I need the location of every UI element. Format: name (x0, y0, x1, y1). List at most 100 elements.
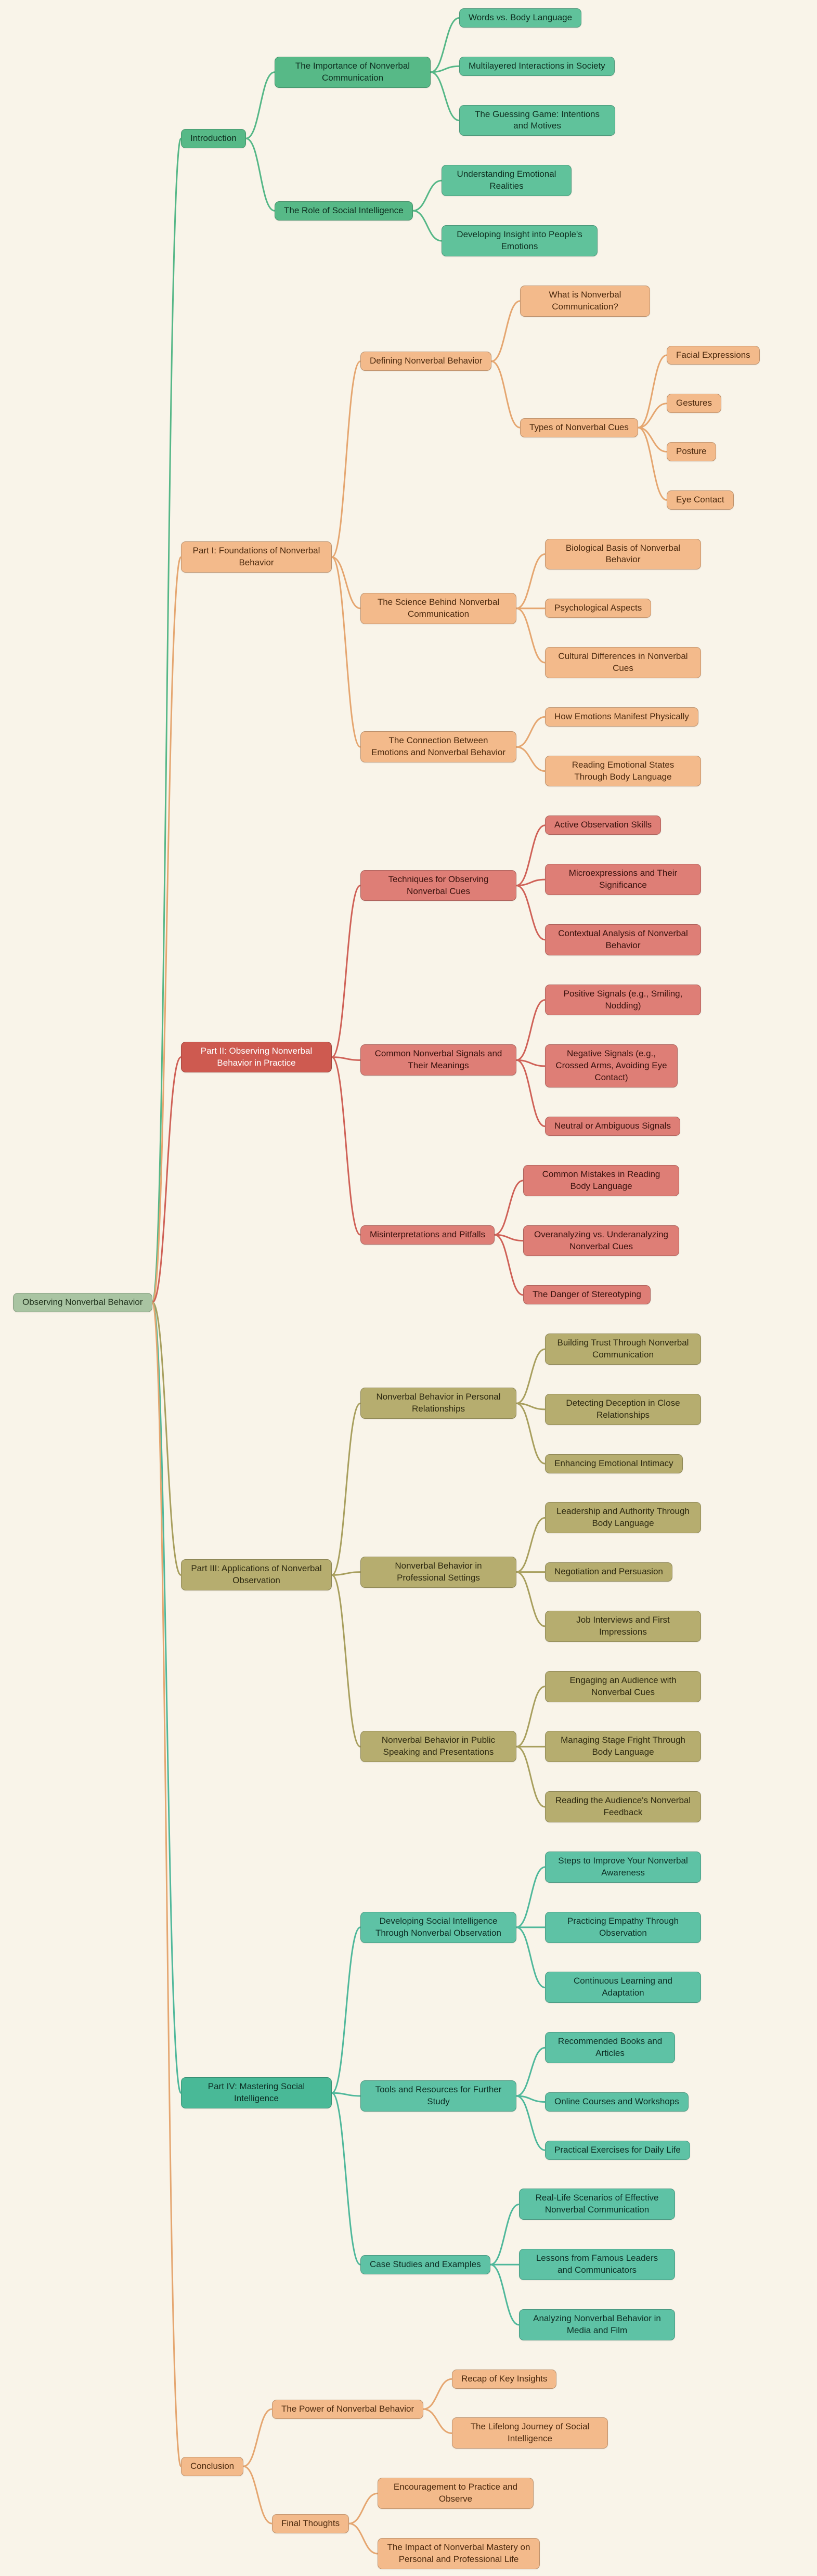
node-lessons-from-famous-leaders-and-communicators[interactable]: Lessons from Famous Leaders and Communic… (519, 2249, 675, 2281)
connector (331, 556, 361, 610)
node-active-observation-skills[interactable]: Active Observation Skills (545, 815, 662, 835)
node-the-impact-of-nonverbal-mastery-on-personal-and-professional[interactable]: The Impact of Nonverbal Mastery on Perso… (378, 2538, 540, 2569)
node-the-danger-of-stereotyping[interactable]: The Danger of Stereotyping (523, 1285, 651, 1305)
node-practicing-empathy-through-observation[interactable]: Practicing Empathy Through Observation (545, 1911, 701, 1943)
connector (331, 1926, 361, 2094)
connector (151, 1056, 182, 1303)
connector (515, 1402, 546, 1465)
node-the-importance-of-nonverbal-communication[interactable]: The Importance of Nonverbal Communicatio… (275, 56, 431, 88)
node-the-science-behind-nonverbal-communication[interactable]: The Science Behind Nonverbal Communicati… (360, 592, 516, 624)
connector (430, 71, 460, 122)
node-encouragement-to-practice-and-observe[interactable]: Encouragement to Practice and Observe (378, 2478, 534, 2509)
node-common-mistakes-in-reading-body-language[interactable]: Common Mistakes in Reading Body Language (523, 1164, 679, 1196)
node-negotiation-and-persuasion[interactable]: Negotiation and Persuasion (545, 1562, 672, 1582)
connector (637, 426, 668, 453)
connector (515, 1866, 546, 1928)
connector (637, 403, 668, 429)
connector (515, 1348, 546, 1404)
node-continuous-learning-and-adaptation[interactable]: Continuous Learning and Adaptation (545, 1972, 701, 2003)
node-nonverbal-behavior-in-public-speaking-and-presentations[interactable]: Nonverbal Behavior in Public Speaking an… (360, 1731, 516, 1763)
node-gestures[interactable]: Gestures (667, 394, 721, 413)
node-the-guessing-game-intentions-and-motives[interactable]: The Guessing Game: Intentions and Motive… (459, 105, 615, 136)
node-the-role-of-social-intelligence[interactable]: The Role of Social Intelligence (275, 201, 413, 221)
node-detecting-deception-in-close-relationships[interactable]: Detecting Deception in Close Relationshi… (545, 1393, 701, 1425)
connector (515, 878, 546, 887)
node-job-interviews-and-first-impressions[interactable]: Job Interviews and First Impressions (545, 1610, 701, 1642)
node-leadership-and-authority-through-body-language[interactable]: Leadership and Authority Through Body La… (545, 1502, 701, 1534)
connector (515, 1402, 546, 1410)
node-engaging-an-audience-with-nonverbal-cues[interactable]: Engaging an Audience with Nonverbal Cues (545, 1671, 701, 1702)
connector (242, 2465, 273, 2525)
connector (515, 553, 546, 610)
node-techniques-for-observing-nonverbal-cues[interactable]: Techniques for Observing Nonverbal Cues (360, 870, 516, 901)
node-managing-stage-fright-through-body-language[interactable]: Managing Stage Fright Through Body Langu… (545, 1731, 701, 1763)
node-enhancing-emotional-intimacy[interactable]: Enhancing Emotional Intimacy (545, 1454, 683, 1473)
node-microexpressions-and-their-significance[interactable]: Microexpressions and Their Significance (545, 864, 701, 895)
node-biological-basis-of-nonverbal-behavior[interactable]: Biological Basis of Nonverbal Behavior (545, 538, 701, 570)
connector (515, 1517, 546, 1573)
node-how-emotions-manifest-physically[interactable]: How Emotions Manifest Physically (545, 707, 698, 727)
connector (515, 999, 546, 1061)
connector (331, 1571, 361, 1576)
node-overanalyzing-vs-underanalyzing-nonverbal-cues[interactable]: Overanalyzing vs. Underanalyzing Nonverb… (523, 1225, 679, 1257)
node-nonverbal-behavior-in-professional-settings[interactable]: Nonverbal Behavior in Professional Setti… (360, 1556, 516, 1588)
node-the-connection-between-emotions-and-nonverbal-behavior[interactable]: The Connection Between Emotions and Nonv… (360, 731, 516, 763)
node-part-iv-mastering-social-intelligence[interactable]: Part IV: Mastering Social Intelligence (181, 2077, 332, 2109)
node-misinterpretations-and-pitfalls[interactable]: Misinterpretations and Pitfalls (360, 1225, 495, 1245)
node-defining-nonverbal-behavior[interactable]: Defining Nonverbal Behavior (360, 352, 492, 371)
connector (331, 885, 361, 1058)
node-nonverbal-behavior-in-personal-relationships[interactable]: Nonverbal Behavior in Personal Relations… (360, 1388, 516, 1419)
connector (242, 2408, 273, 2467)
connector (494, 1234, 524, 1296)
node-contextual-analysis-of-nonverbal-behavior[interactable]: Contextual Analysis of Nonverbal Behavio… (545, 924, 701, 955)
node-final-thoughts[interactable]: Final Thoughts (272, 2514, 349, 2533)
node-positive-signals-e-g-smiling-nodding[interactable]: Positive Signals (e.g., Smiling, Nodding… (545, 984, 701, 1016)
node-analyzing-nonverbal-behavior-in-media-and-film[interactable]: Analyzing Nonverbal Behavior in Media an… (519, 2309, 675, 2340)
connector (515, 716, 546, 748)
connector (430, 65, 460, 73)
node-neutral-or-ambiguous-signals[interactable]: Neutral or Ambiguous Signals (545, 1117, 680, 1136)
node-psychological-aspects[interactable]: Psychological Aspects (545, 599, 652, 618)
node-tools-and-resources-for-further-study[interactable]: Tools and Resources for Further Study (360, 2080, 516, 2112)
node-cultural-differences-in-nonverbal-cues[interactable]: Cultural Differences in Nonverbal Cues (545, 647, 701, 678)
node-negative-signals-e-g-crossed-arms-avoiding-eye-contact[interactable]: Negative Signals (e.g., Crossed Arms, Av… (545, 1044, 678, 1088)
node-the-power-of-nonverbal-behavior[interactable]: The Power of Nonverbal Behavior (272, 2399, 424, 2419)
node-part-i-foundations-of-nonverbal-behavior[interactable]: Part I: Foundations of Nonverbal Behavio… (181, 541, 332, 573)
node-understanding-emotional-realities[interactable]: Understanding Emotional Realities (442, 165, 572, 197)
connector (490, 300, 521, 363)
node-case-studies-and-examples[interactable]: Case Studies and Examples (360, 2255, 490, 2274)
node-multilayered-interactions-in-society[interactable]: Multilayered Interactions in Society (459, 56, 615, 76)
connector (245, 137, 276, 212)
node-developing-social-intelligence-through-nonverbal-observation[interactable]: Developing Social Intelligence Through N… (360, 1911, 516, 1943)
node-recap-of-key-insights[interactable]: Recap of Key Insights (452, 2369, 557, 2389)
node-part-ii-observing-nonverbal-behavior-in-practice[interactable]: Part II: Observing Nonverbal Behavior in… (181, 1041, 332, 1073)
connector (412, 179, 443, 212)
node-common-nonverbal-signals-and-their-meanings[interactable]: Common Nonverbal Signals and Their Meani… (360, 1044, 516, 1076)
node-types-of-nonverbal-cues[interactable]: Types of Nonverbal Cues (520, 418, 638, 437)
node-real-life-scenarios-of-effective-nonverbal-communication[interactable]: Real-Life Scenarios of Effective Nonverb… (519, 2189, 675, 2220)
node-steps-to-improve-your-nonverbal-awareness[interactable]: Steps to Improve Your Nonverbal Awarenes… (545, 1851, 701, 1883)
node-words-vs-body-language[interactable]: Words vs. Body Language (459, 8, 582, 28)
node-part-iii-applications-of-nonverbal-observation[interactable]: Part III: Applications of Nonverbal Obse… (181, 1559, 332, 1591)
connector (422, 2408, 453, 2434)
node-facial-expressions[interactable]: Facial Expressions (667, 345, 760, 365)
connector (489, 2203, 520, 2266)
node-posture[interactable]: Posture (667, 442, 716, 461)
node-recommended-books-and-articles[interactable]: Recommended Books and Articles (545, 2032, 675, 2064)
node-practical-exercises-for-daily-life[interactable]: Practical Exercises for Daily Life (545, 2140, 690, 2160)
node-online-courses-and-workshops[interactable]: Online Courses and Workshops (545, 2092, 689, 2112)
node-developing-insight-into-people-s-emotions[interactable]: Developing Insight into People's Emotion… (442, 225, 598, 256)
node-reading-the-audience-s-nonverbal-feedback[interactable]: Reading the Audience's Nonverbal Feedbac… (545, 1791, 701, 1823)
connector (412, 210, 443, 242)
node-eye-contact[interactable]: Eye Contact (667, 490, 734, 510)
node-building-trust-through-nonverbal-communication[interactable]: Building Trust Through Nonverbal Communi… (545, 1334, 701, 1365)
node-what-is-nonverbal-communication[interactable]: What is Nonverbal Communication? (520, 285, 650, 317)
connector (515, 2095, 546, 2151)
node-conclusion[interactable]: Conclusion (181, 2456, 244, 2476)
node-reading-emotional-states-through-body-language[interactable]: Reading Emotional States Through Body La… (545, 755, 701, 787)
node-observing-nonverbal-behavior[interactable]: Observing Nonverbal Behavior (13, 1292, 152, 1312)
connector (151, 1301, 182, 2467)
node-introduction[interactable]: Introduction (181, 128, 246, 148)
connector (637, 426, 668, 501)
node-the-lifelong-journey-of-social-intelligence[interactable]: The Lifelong Journey of Social Intellige… (452, 2417, 608, 2449)
